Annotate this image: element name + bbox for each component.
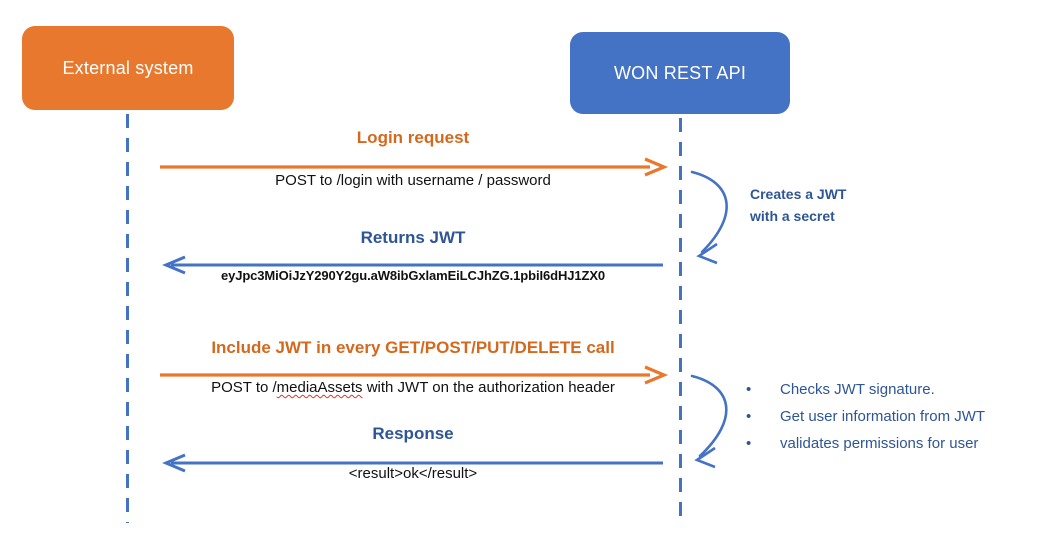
message-returns-jwt-token: eyJpc3MiOiJzY290Y2gu.aW8ibGxlamEiLCJhZG.… [220,268,606,283]
message-login-request-subtitle: POST to /login with username / password [275,172,551,189]
arrow-left-blue-response [162,453,663,473]
participant-won-rest-api[interactable]: WON REST API [570,32,790,114]
message-response-title: Response [372,424,454,443]
message-include-jwt-subtitle-before: POST to / [211,379,277,396]
self-loop-arrow-icon [690,374,728,469]
participant-external-system-label: External system [62,57,194,78]
note-creates-jwt-line-2: with a secret [750,208,835,224]
lifeline-won-rest-api [679,118,682,523]
message-response-subtitle: <result>ok</result> [348,465,478,482]
participant-won-rest-api-label: WON REST API [613,62,747,83]
list-item: Checks JWT signature. [746,376,985,403]
arrow-right-orange-include-jwt [160,365,669,385]
message-include-jwt-title: Include JWT in every GET/POST/PUT/DELETE… [211,338,615,357]
message-login-request[interactable]: Login request POST to /login with userna… [158,128,669,189]
arrow-left-blue-returns-jwt [162,255,663,275]
message-include-jwt-subtitle-after: with JWT on the authorization header [362,379,615,396]
message-include-jwt-subtitle: POST to /mediaAssets with JWT on the aut… [158,378,668,397]
list-item: validates permissions for user [746,430,985,457]
lifeline-external-system [126,114,129,523]
message-include-jwt[interactable]: Include JWT in every GET/POST/PUT/DELETE… [158,338,669,398]
message-returns-jwt-title: Returns JWT [360,228,466,247]
arrow-right-orange-login [160,157,669,177]
note-creates-jwt-line-1: Creates a JWT [750,186,847,202]
message-returns-jwt[interactable]: Returns JWT eyJpc3MiOiJzY290Y2gu.aW8ibGx… [162,228,663,286]
list-item: Get user information from JWT [746,403,985,430]
note-creates-jwt: Creates a JWT with a secret [688,166,988,276]
message-response[interactable]: Response <result>ok</result> [162,424,663,482]
message-include-jwt-subtitle-spellcheck: mediaAssets [276,379,363,396]
participant-external-system[interactable]: External system [22,26,234,110]
note-validates-jwt-list: Checks JWT signature. Get user informati… [746,376,985,457]
message-login-request-title: Login request [356,128,470,147]
self-loop-arrow-icon [690,170,728,265]
note-validates-jwt: Checks JWT signature. Get user informati… [688,372,1028,474]
